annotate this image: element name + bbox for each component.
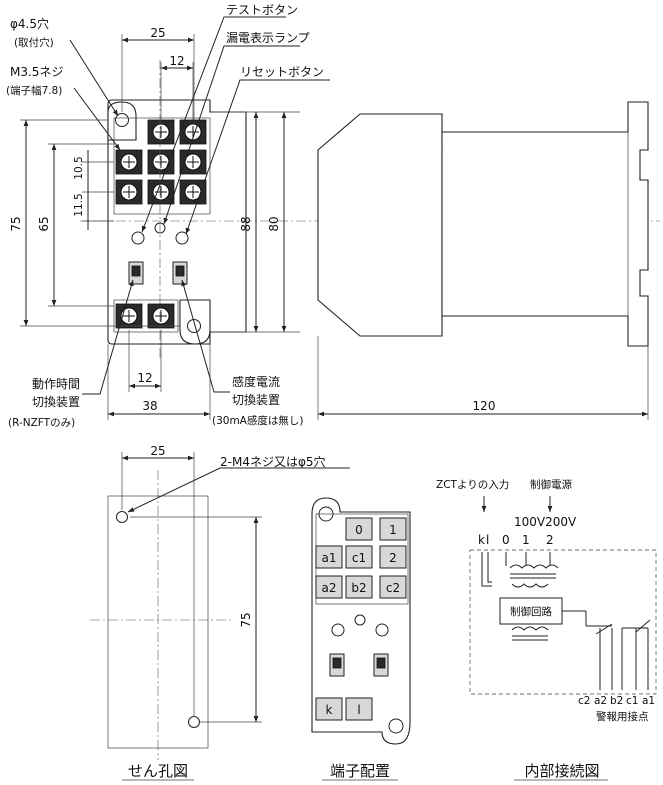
side-cover <box>317 113 443 337</box>
terminals-title: 端子配置 <box>330 762 390 780</box>
terminal-block-lower <box>113 299 179 333</box>
sens-label-2: 切換装置 <box>232 393 280 407</box>
test-button-icon <box>131 231 145 245</box>
upper-terminals <box>115 119 207 205</box>
control-power-label: 制御電源 <box>530 478 572 491</box>
term-l: l <box>357 703 360 717</box>
drill-hole-note: 2-M4ネジ又はφ5穴 <box>220 454 326 469</box>
pin-1: 1 <box>522 533 530 547</box>
term-a1: a1 <box>322 551 337 565</box>
term-1: 1 <box>389 523 397 537</box>
hole-label: φ4.5穴 <box>10 16 49 31</box>
dim-12-bottom: 12 <box>137 371 152 385</box>
dim-12-top: 12 <box>169 54 184 68</box>
front-view: 25 12 75 65 10.5 11.5 88 80 12 <box>6 3 660 429</box>
dim-11-5: 11.5 <box>73 193 85 216</box>
wiring-diagram: ZCTよりの入力 制御電源 100V200V k l 0 1 2 制御回路 c2… <box>436 478 657 781</box>
pin-0: 0 <box>502 533 510 547</box>
side-base <box>441 101 649 347</box>
mount-hole-top <box>115 113 129 127</box>
side-view: 120 <box>317 101 649 420</box>
dim-75: 75 <box>9 216 23 231</box>
mount-hole-bottom <box>187 319 201 333</box>
op-time-label-2: 切換装置 <box>32 395 80 409</box>
out-b2: b2 <box>610 695 623 707</box>
pin-k: k <box>478 533 485 547</box>
out-c1: c1 <box>626 695 638 707</box>
term-a2: a2 <box>322 581 337 595</box>
dim-80: 80 <box>267 216 281 231</box>
drill-hole-bottom <box>188 716 200 728</box>
dim-10-5: 10.5 <box>73 156 85 179</box>
op-time-note: (R-NZFTのみ) <box>8 417 75 429</box>
dim-65: 65 <box>37 216 51 231</box>
drill-dim-25: 25 <box>150 444 165 458</box>
sens-label-1: 感度電流 <box>232 374 280 389</box>
term-k: k <box>326 703 333 717</box>
reset-button-label: リセットボタン <box>240 65 324 79</box>
dim-38: 38 <box>142 399 157 413</box>
term-b2: b2 <box>351 581 366 595</box>
wiring-title: 内部接続図 <box>524 762 599 780</box>
voltage-label: 100V200V <box>514 515 577 529</box>
term-c1: c1 <box>352 551 366 565</box>
term-c2: c2 <box>386 581 400 595</box>
terminal-arrangement: 0 1 a1 c1 2 a2 b2 c2 k l 端子配置 <box>311 497 411 781</box>
lower-terminals <box>115 303 175 329</box>
dim-88: 88 <box>239 216 253 231</box>
term-0: 0 <box>355 523 363 537</box>
drill-title: せん孔図 <box>128 762 188 780</box>
leak-lamp-label: 漏電表示ランプ <box>226 31 310 45</box>
term-2: 2 <box>389 551 397 565</box>
pin-2: 2 <box>546 533 554 547</box>
dim-120: 120 <box>473 399 496 413</box>
screw-label: M3.5ネジ <box>10 65 63 79</box>
screw-sub: (端子幅7.8) <box>6 84 62 97</box>
alarm-contacts-label: 警報用接点 <box>596 710 649 723</box>
bottom-mount-ear <box>179 299 211 345</box>
drilling-plan: 25 75 2-M4ネジ又はφ5穴 せん孔図 <box>90 444 350 781</box>
reset-button-icon <box>175 231 189 245</box>
out-c2: c2 <box>578 695 590 707</box>
control-circuit-label: 制御回路 <box>510 605 552 618</box>
drill-dim-75: 75 <box>239 612 253 627</box>
sens-note: (30mA感度は無し) <box>212 414 303 427</box>
pin-l: l <box>486 533 489 547</box>
out-a2: a2 <box>594 695 607 707</box>
op-time-label-1: 動作時間 <box>32 377 80 391</box>
out-a1: a1 <box>642 695 655 707</box>
wiring-frame <box>469 549 657 695</box>
hole-sub: (取付穴) <box>14 36 54 49</box>
drill-hole-top <box>116 511 128 523</box>
zct-input-label: ZCTよりの入力 <box>436 478 509 491</box>
test-button-label: テストボタン <box>226 3 298 17</box>
dim-25-top: 25 <box>150 26 165 40</box>
